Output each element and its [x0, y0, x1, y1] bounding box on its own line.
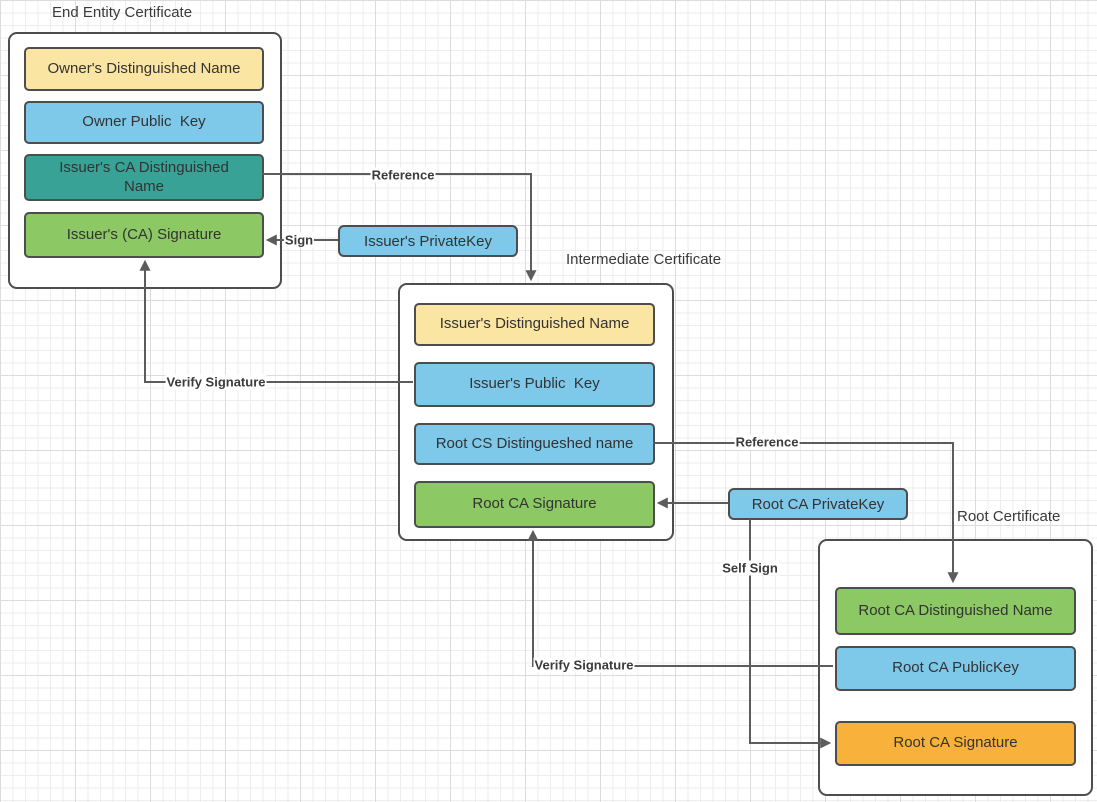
edge-label-sign: Sign [283, 232, 315, 248]
verify-signature-arrow-2 [527, 529, 833, 667]
node-issuers-ca-signature: Issuer's (CA) Signature [24, 212, 264, 258]
node-issuers-private-key: Issuer's PrivateKey [338, 225, 518, 257]
node-issuers-public-key: Issuer's Public Key [414, 362, 655, 407]
edge-label-reference-2: Reference [734, 434, 800, 450]
root-certificate-title: Root Certificate [957, 508, 1061, 525]
node-root-ca-publickey: Root CA PublicKey [835, 646, 1076, 691]
node-root-ca-signature-root: Root CA Signature [835, 721, 1076, 766]
edge-label-self-sign: Self Sign [721, 560, 779, 576]
node-owners-distinguished-name: Owner's Distinguished Name [24, 47, 264, 91]
node-root-ca-private-key: Root CA PrivateKey [728, 488, 908, 520]
node-root-cs-distingueshed-name: Root CS Distingueshed name [414, 423, 655, 465]
node-root-ca-distinguished-name: Root CA Distinguished Name [835, 587, 1076, 635]
end-entity-certificate-group: Owner's Distinguished Name Owner Public … [8, 32, 282, 289]
end-entity-certificate-title: End Entity Certificate [52, 4, 193, 21]
node-issuers-distinguished-name: Issuer's Distinguished Name [414, 303, 655, 346]
edge-label-reference-1: Reference [370, 167, 436, 183]
intermediate-certificate-group: Issuer's Distinguished Name Issuer's Pub… [398, 283, 674, 541]
node-owner-public-key: Owner Public Key [24, 101, 264, 144]
intermediate-certificate-title: Intermediate Certificate [566, 251, 722, 268]
edge-label-verify-signature-2: Verify Signature [533, 657, 635, 673]
node-issuers-ca-distinguished-name: Issuer's CA Distinguished Name [24, 154, 264, 201]
edge-label-verify-signature-1: Verify Signature [165, 374, 267, 390]
node-root-ca-signature-intermediate: Root CA Signature [414, 481, 655, 528]
root-certificate-group: Root CA Distinguished Name Root CA Publi… [818, 539, 1093, 796]
